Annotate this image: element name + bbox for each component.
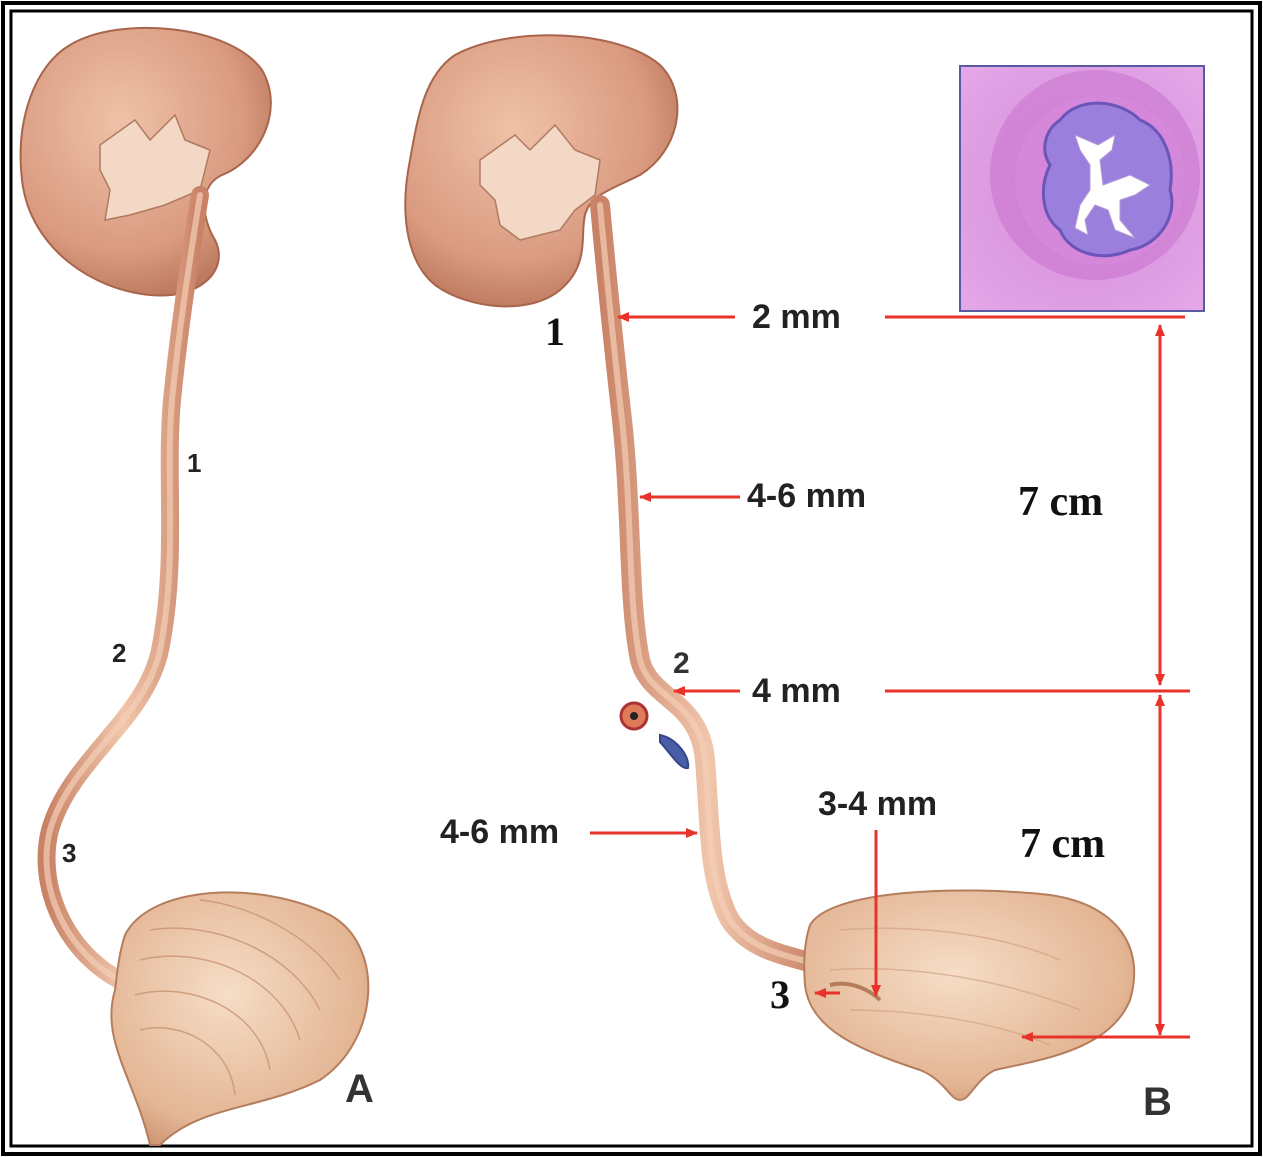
b-constriction-label-1: 1 <box>545 309 565 354</box>
diameter-pelvic-label: 4-6 mm <box>440 813 559 851</box>
histology-inset <box>960 66 1204 311</box>
iliac-vein-icon <box>660 735 688 768</box>
a-constriction-label-1: 1 <box>187 448 201 478</box>
diameter-abdominal-label: 4-6 mm <box>747 477 866 515</box>
panel-label-a: A <box>345 1067 374 1111</box>
figure-a: 1 2 3 A <box>21 28 374 1145</box>
b-constriction-label-2: 2 <box>673 647 690 680</box>
a-constriction-label-3: 3 <box>62 838 76 868</box>
bladder-b <box>804 890 1134 1100</box>
a-constriction-label-2: 2 <box>112 638 126 668</box>
b-constriction-label-3: 3 <box>770 972 790 1017</box>
diameter-4mm-label: 4 mm <box>752 672 841 710</box>
mucosa-layer <box>1043 103 1171 256</box>
diameter-intramural-label: 3-4 mm <box>818 785 937 823</box>
diameter-2mm-label: 2 mm <box>752 298 841 336</box>
length-lower-label: 7 cm <box>1020 821 1105 867</box>
panel-label-b: B <box>1143 1080 1172 1124</box>
length-upper-label: 7 cm <box>1018 479 1103 525</box>
